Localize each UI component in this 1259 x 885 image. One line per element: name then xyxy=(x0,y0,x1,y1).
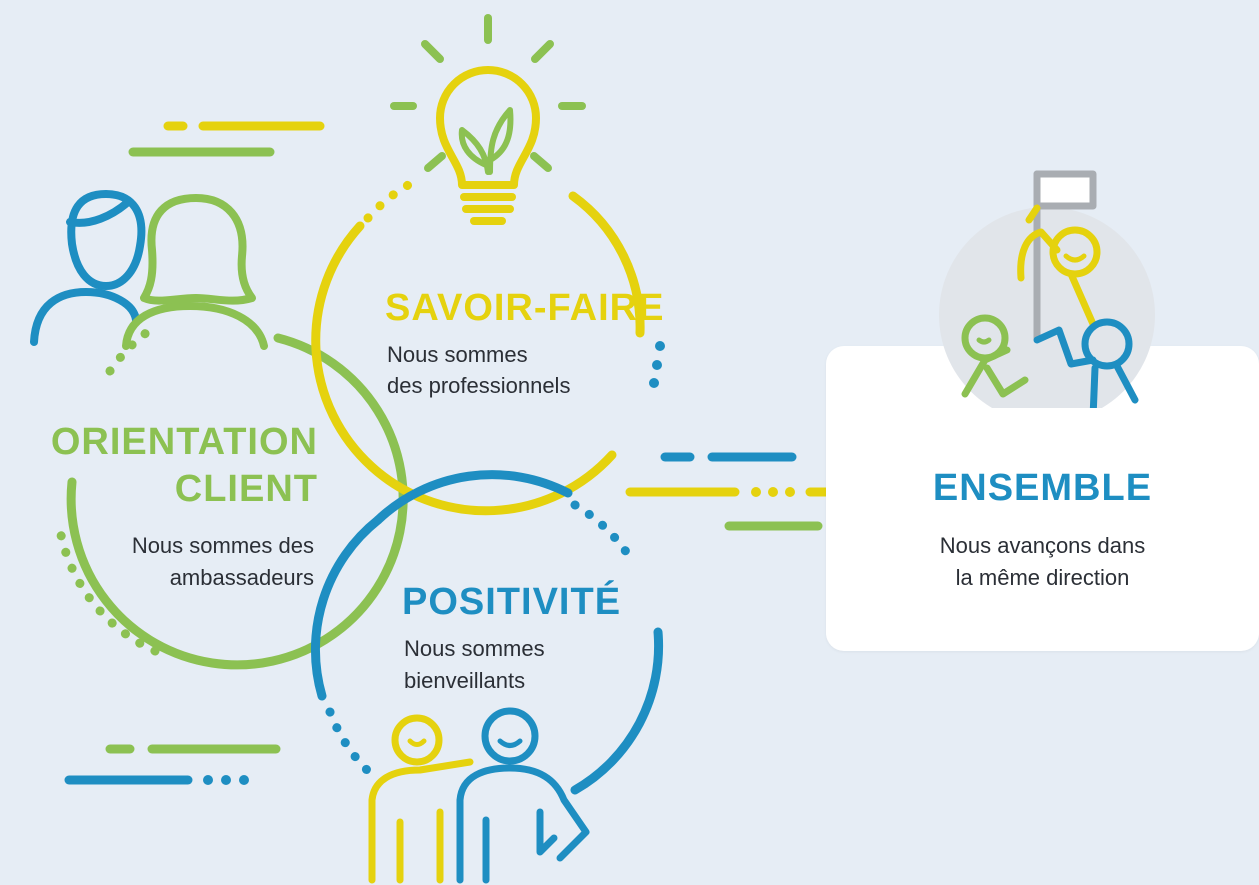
lightbulb-leaf-icon xyxy=(390,14,586,225)
circle-positivite xyxy=(311,470,664,795)
dash-group-bottom-left xyxy=(64,744,281,785)
orientation-client-title-line1: ORIENTATION xyxy=(50,421,318,463)
positivite-desc-line1: Nous sommes xyxy=(404,636,545,661)
orientation-client-desc-line1: Nous sommes des xyxy=(131,533,314,558)
positivite-title: POSITIVITÉ xyxy=(402,581,622,623)
dots-right-savoir xyxy=(649,341,665,388)
friends-hug-icon xyxy=(368,707,590,884)
dash-group-top-left xyxy=(128,121,325,157)
orientation-client-desc-line2: ambassadeurs xyxy=(169,565,314,590)
circle-savoir-faire xyxy=(311,179,645,516)
team-flag-icon xyxy=(939,170,1155,408)
two-people-icon xyxy=(30,190,268,350)
ensemble-desc-line2: la même direction xyxy=(955,565,1130,590)
circle-orientation-client xyxy=(55,325,408,670)
savoir-faire-desc-line2: des professionnels xyxy=(387,373,571,398)
savoir-faire-title: SAVOIR-FAIRE xyxy=(385,287,665,329)
savoir-faire-desc-line1: Nous sommes xyxy=(387,342,528,367)
positivite-desc-line2: bienveillants xyxy=(404,668,526,693)
ensemble-title: ENSEMBLE xyxy=(932,467,1153,509)
ensemble-desc-line1: Nous avançons dans xyxy=(939,533,1146,558)
dots-bottom-left xyxy=(203,775,249,785)
orientation-client-title-line2: CLIENT xyxy=(174,468,318,510)
